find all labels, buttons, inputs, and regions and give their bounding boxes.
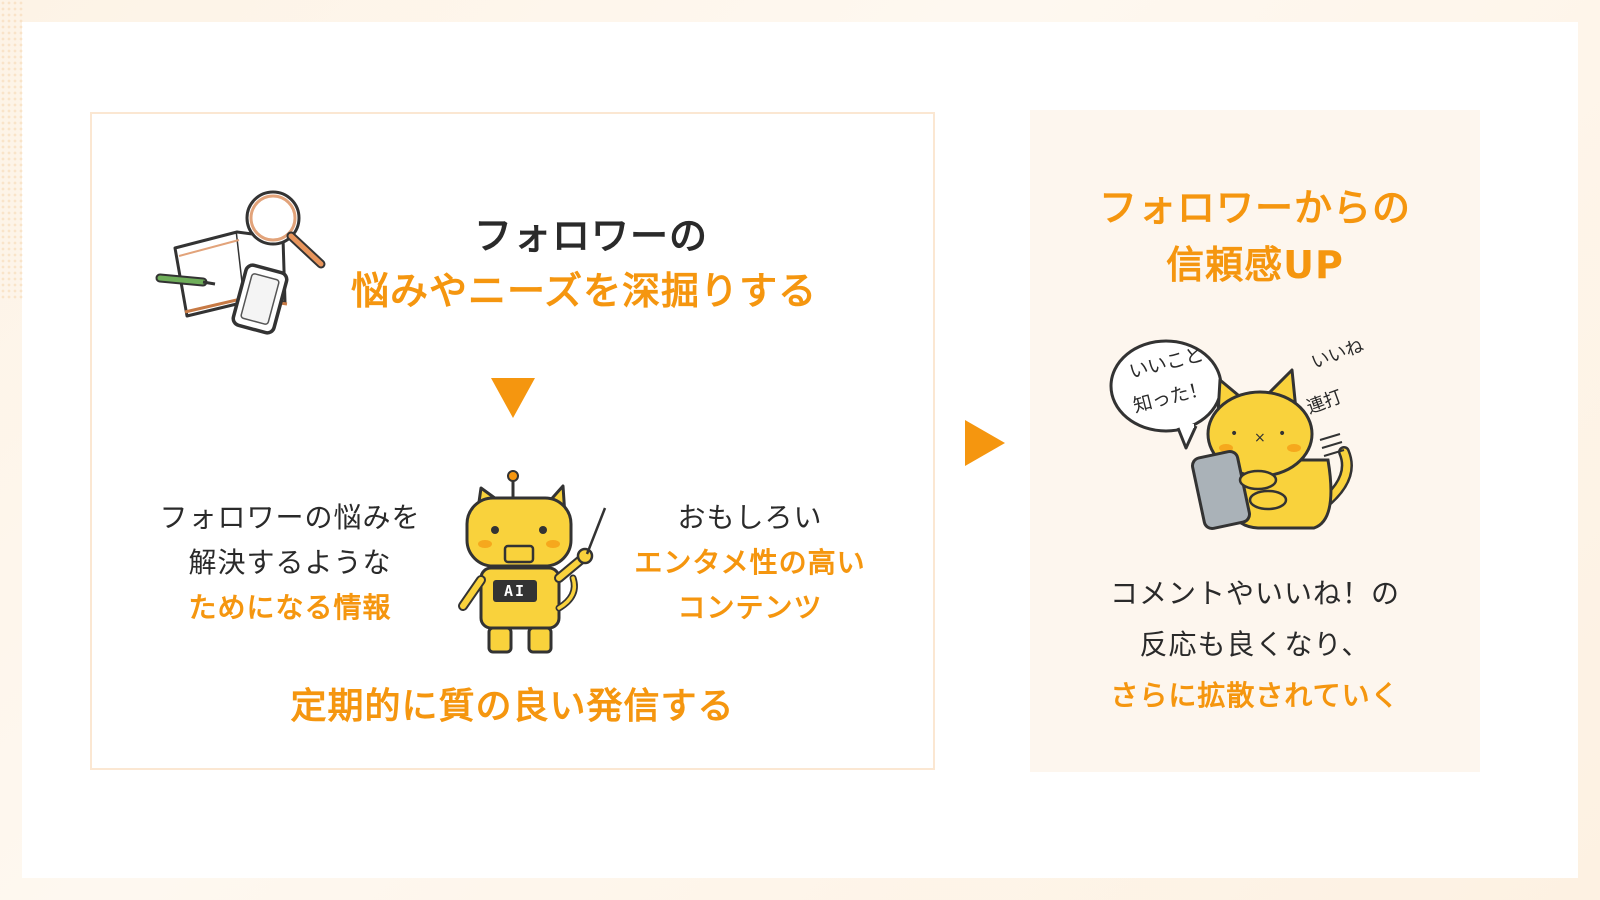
smartphone-icon: [231, 263, 289, 335]
result-desc-line1: コメントやいいね！の: [1109, 577, 1400, 610]
left-info-line1: フォロワーの悩みを: [159, 501, 421, 534]
svg-text:•: •: [1230, 426, 1238, 442]
svg-text:•: •: [1278, 426, 1286, 442]
left-info-line2: 解決するような: [188, 546, 392, 579]
ai-robot-cat-mascot: [458, 470, 607, 654]
right-info-line2: エンタメ性の高い: [634, 546, 866, 579]
result-title-line1: フォロワーからの: [1098, 186, 1411, 230]
pencil-icon: [155, 273, 216, 287]
right-info-line1: おもしろい: [677, 501, 823, 534]
left-info-line3: ためになる情報: [188, 591, 392, 624]
result-title-line2: 信頼感UP: [1166, 243, 1344, 287]
step1-line1: フォロワーの: [474, 214, 709, 258]
result-desc-line3: さらに拡散されていく: [1110, 679, 1400, 712]
result-desc-line2: 反応も良くなり、: [1139, 628, 1371, 661]
down-arrow-icon: [491, 378, 535, 418]
svg-text:×: ×: [1254, 430, 1266, 446]
research-illustration: [155, 190, 326, 335]
step2-text: 定期的に質の良い発信する: [290, 686, 735, 727]
right-arrow-icon: [965, 420, 1005, 466]
happy-cat-illustration: • × •: [1109, 339, 1353, 531]
magnifier-icon: [245, 190, 326, 269]
ai-badge: AI: [503, 582, 527, 600]
process-panel: [90, 112, 935, 770]
right-info-line3: コンテンツ: [677, 591, 823, 624]
pointer-stick-icon: [585, 507, 607, 555]
step1-line2: 悩みやニーズを深掘りする: [351, 269, 818, 313]
robot-antenna-icon: [507, 470, 519, 498]
dot-pattern: [0, 0, 24, 300]
